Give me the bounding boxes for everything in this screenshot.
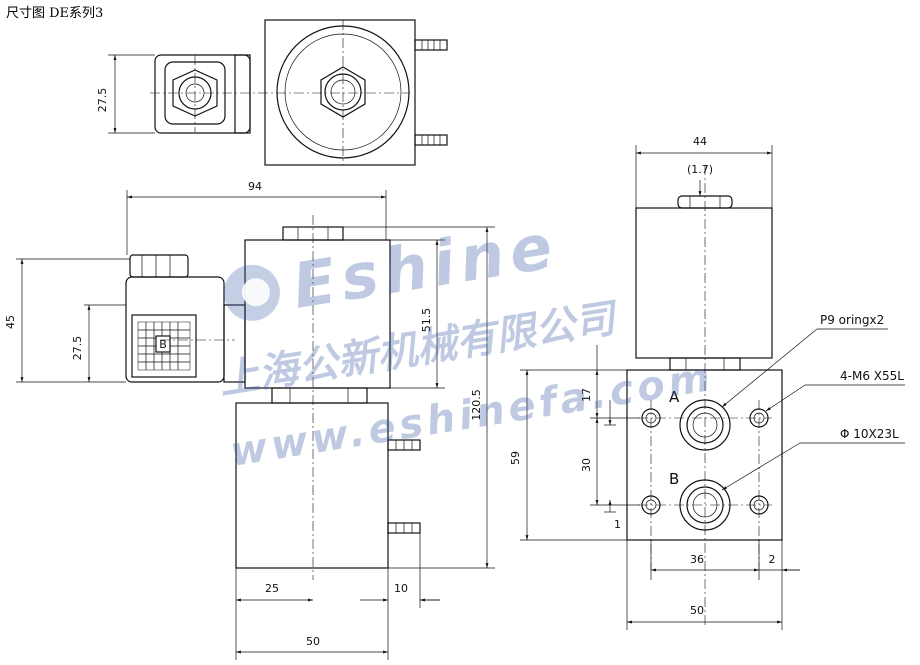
annotation-screws: 4-M6 X55L	[840, 369, 904, 383]
annotation-oring: P9 oringx2	[820, 313, 884, 327]
dim-port-bottom-offset: 1	[614, 518, 621, 531]
annotation-bore: Φ 10X23L	[840, 427, 899, 441]
dim-body-width: 50	[306, 635, 320, 648]
dim-stem-height: 51.5	[420, 308, 433, 333]
watermark: Eshine 上海公新机械有限公司 www.eshinefa.com	[216, 209, 717, 476]
dim-port-center-width: 36	[690, 553, 704, 566]
dim-top-view-height: 27.5	[96, 88, 109, 113]
dim-port-top-offset: 17	[580, 388, 593, 402]
top-view: 27.5	[96, 19, 448, 166]
dim-port-spacing: 30	[580, 458, 593, 472]
connector-mark: B	[159, 338, 167, 351]
dim-side-gap: (1.7)	[687, 163, 713, 176]
dim-connector-height: 27.5	[71, 336, 84, 361]
dim-side-coil-width: 44	[693, 135, 707, 148]
dim-overall-height: 120.5	[470, 389, 483, 421]
dim-body-offset: 25	[265, 582, 279, 595]
side-view: 44 (1.7) A B P9 oringx2 4-M6 X55L Φ	[509, 135, 905, 630]
port-a-label: A	[669, 388, 680, 406]
port-b-label: B	[669, 470, 679, 488]
dim-port-offset: 10	[394, 582, 408, 595]
front-view: B 94 45 27.5 51.5 120.5 25	[4, 180, 495, 660]
page-title: 尺寸图 DE系列3	[6, 6, 104, 21]
dim-manifold-width: 50	[690, 604, 704, 617]
dim-port-edge-offset: 2	[769, 553, 776, 566]
watermark-brand: Eshine	[288, 209, 563, 323]
dim-coil-height: 45	[4, 315, 17, 329]
dim-overall-width: 94	[248, 180, 262, 193]
dim-manifold-height: 59	[509, 451, 522, 465]
